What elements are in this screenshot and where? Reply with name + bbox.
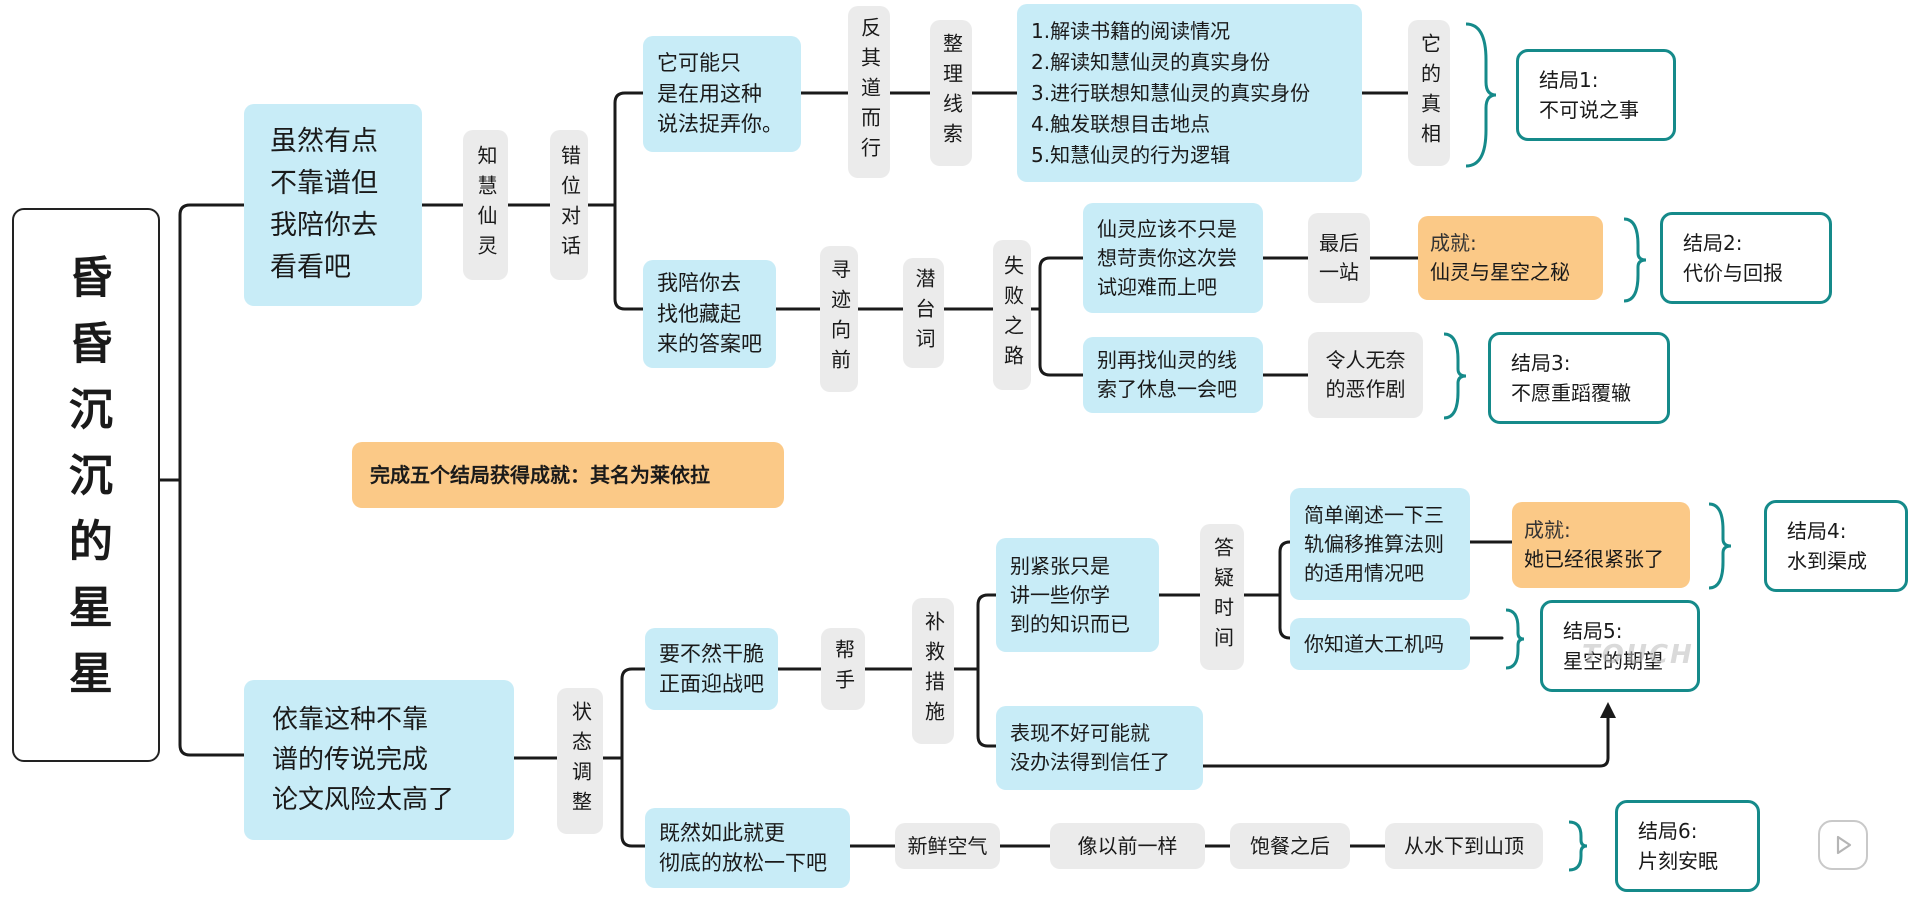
branch-bottom-step-zhuangtai: 状态调整	[557, 688, 603, 834]
sub-b-option-2-step: 令人无奈 的恶作剧	[1308, 332, 1423, 418]
achievement-2-title: 成就:	[1524, 518, 1571, 542]
sub-b-node: 我陪你去 找他藏起 来的答案吧	[643, 260, 776, 368]
bottom-option-1-step: 答疑时间	[1200, 524, 1244, 670]
sub-a-step-zhengli: 整理线索	[930, 20, 972, 166]
bracket-icon	[1465, 22, 1497, 168]
achievement-1: 成就: 仙灵与星空之秘	[1418, 216, 1603, 300]
branch-top-node: 虽然有点 不靠谱但 我陪你去 看看吧	[244, 104, 422, 306]
achievement-1-name: 仙灵与星空之秘	[1430, 260, 1570, 284]
sub-b-step-xunji: 寻迹向前	[820, 246, 858, 392]
ending-3: 结局3: 不愿重蹈覆辙	[1488, 332, 1670, 424]
chain-item-2: 像以前一样	[1050, 823, 1205, 869]
ending-2: 结局2: 代价与回报	[1660, 212, 1832, 304]
branch-top-step-zhihui: 知慧仙灵	[463, 130, 508, 280]
bottom-option-1a: 简单阐述一下三 轨偏移推算法则 的适用情况吧	[1290, 488, 1470, 600]
bottom-sub-b-node: 既然如此就更 彻底的放松一下吧	[645, 808, 850, 888]
bottom-sub-a-step-bujiu: 补救措施	[912, 598, 954, 744]
bracket-icon	[1505, 608, 1525, 670]
achievement-2-name: 她已经很紧张了	[1524, 547, 1664, 571]
bottom-option-1b: 你知道大工机吗	[1290, 618, 1470, 670]
sub-a-result: 它的真相	[1408, 20, 1450, 166]
ending-6: 结局6: 片刻安眠	[1615, 800, 1760, 892]
bottom-sub-a-step-bangshou: 帮手	[821, 628, 865, 710]
ending-4: 结局4: 水到渠成	[1764, 500, 1908, 592]
branch-top-step-cuowei: 错位对话	[550, 130, 588, 280]
chain-item-3: 饱餐之后	[1230, 823, 1350, 869]
play-button[interactable]	[1818, 820, 1868, 870]
bottom-option-1: 别紧张只是 讲一些你学 到的知识而已	[996, 538, 1159, 652]
ending-5: 结局5: 星空的期望	[1540, 600, 1700, 692]
bracket-icon	[1623, 217, 1647, 303]
achievement-1-title: 成就:	[1430, 231, 1477, 255]
sub-b-step-qiantai: 潜台词	[903, 258, 944, 368]
bracket-icon	[1568, 820, 1588, 872]
sub-b-option-1-step: 最后 一站	[1308, 213, 1370, 303]
bracket-icon	[1708, 502, 1732, 590]
bottom-option-2: 表现不好可能就 没办法得到信任了	[996, 706, 1203, 790]
ending-1: 结局1: 不可说之事	[1516, 49, 1676, 141]
chain-item-4: 从水下到山顶	[1385, 823, 1543, 869]
clues-list: 1.解读书籍的阅读情况 2.解读知慧仙灵的真实身份 3.进行联想知慧仙灵的真实身…	[1017, 4, 1362, 182]
bracket-icon	[1443, 332, 1467, 420]
sub-b-step-shibai: 失败之路	[993, 240, 1031, 390]
bottom-sub-a-node: 要不然干脆 正面迎战吧	[645, 628, 778, 710]
achievement-all-endings: 完成五个结局获得成就：其名为莱依拉	[352, 442, 784, 508]
watermark-text: TOUCH	[1582, 640, 1694, 670]
sub-b-option-1: 仙灵应该不只是 想苛责你这次尝 试迎难而上吧	[1083, 203, 1263, 313]
sub-a-step-fanqidao: 反其道而行	[848, 6, 890, 178]
achievement-2: 成就: 她已经很紧张了	[1512, 502, 1690, 588]
chain-item-1: 新鲜空气	[895, 823, 1000, 869]
branch-bottom-node: 依靠这种不靠 谱的传说完成 论文风险太高了	[244, 680, 514, 840]
sub-a-node: 它可能只 是在用这种 说法捉弄你。	[643, 36, 801, 152]
sub-b-option-2: 别再找仙灵的线 索了休息一会吧	[1083, 337, 1263, 413]
play-icon	[1836, 835, 1852, 855]
root-title: 昏昏沉沉的星星	[12, 208, 160, 762]
